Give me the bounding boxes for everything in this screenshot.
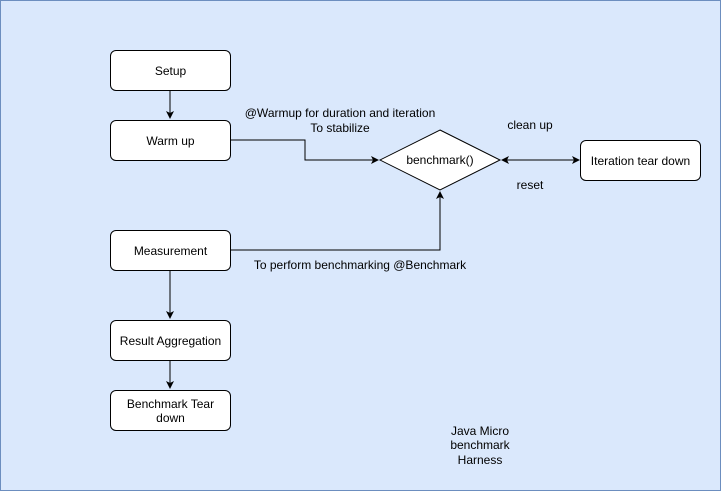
footer-label-line2: benchmark [450, 438, 510, 452]
reset-label: reset [516, 178, 544, 192]
warmup-edge-label-line2: To stabilize [310, 121, 370, 135]
measurement-node: Measurement [110, 230, 231, 271]
warmup-node: Warm up [110, 120, 231, 161]
footer-label-line3: Harness [457, 453, 503, 467]
result-aggregation-node: Result Aggregation [110, 320, 231, 361]
measurement-edge-label: To perform benchmarking @Benchmark [253, 258, 467, 272]
clean-up-label: clean up [507, 118, 553, 132]
warmup-edge-label-line1: @Warmup for duration and iteration [244, 106, 436, 120]
footer-label-line1: Java Micro [450, 424, 509, 438]
edge-warmup-to-benchmark [231, 139, 379, 164]
iteration-teardown-node: Iteration tear down [580, 140, 701, 181]
benchmark-diamond [378, 129, 502, 191]
edge-measurement-to-benchmark [231, 191, 444, 251]
benchmark-label: benchmark() [406, 153, 474, 167]
setup-node: Setup [110, 50, 231, 91]
benchmark-teardown-node: Benchmark Tear down [110, 390, 231, 431]
